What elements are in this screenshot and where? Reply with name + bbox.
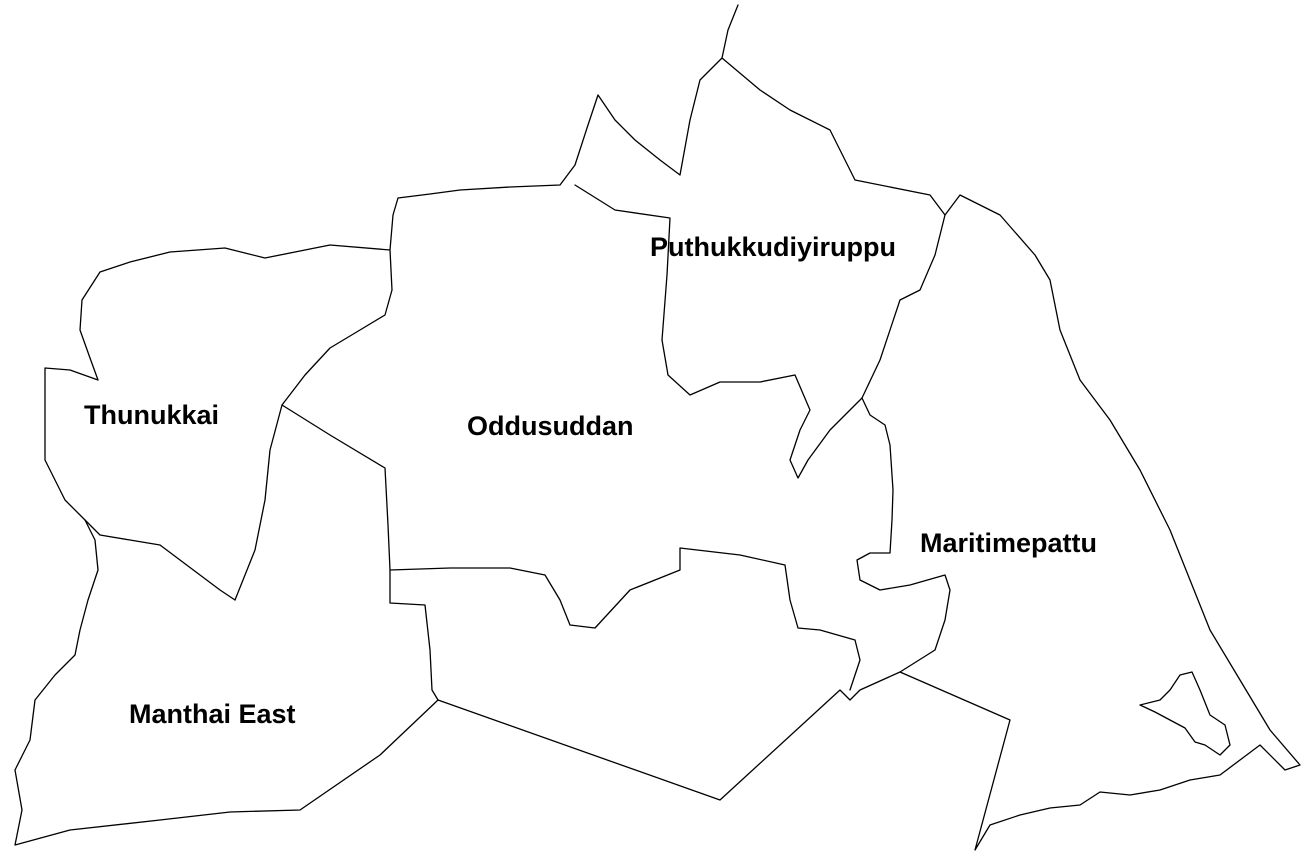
region-label-puthukkudiyiruppu: Puthukkudiyiruppu <box>650 232 896 262</box>
region-label-thunukkai: Thunukkai <box>84 400 220 430</box>
outer-boundary <box>14 4 1301 851</box>
oddusuddan-south-boundary <box>389 547 861 691</box>
lagoon-boundary <box>1139 671 1231 756</box>
thunukkai-south-boundary <box>84 519 236 601</box>
puthukkudiyiruppu-boundary <box>574 184 946 479</box>
region-label-manthai-east: Manthai East <box>129 699 296 729</box>
region-label-maritimepattu: Maritimepattu <box>920 528 1098 558</box>
maritimepattu-west-boundary <box>856 397 951 673</box>
region-label-oddusuddan: Oddusuddan <box>467 411 634 441</box>
thunukkai-oddusuddan-boundary <box>234 249 393 601</box>
manthai-east-boundary <box>281 404 439 701</box>
